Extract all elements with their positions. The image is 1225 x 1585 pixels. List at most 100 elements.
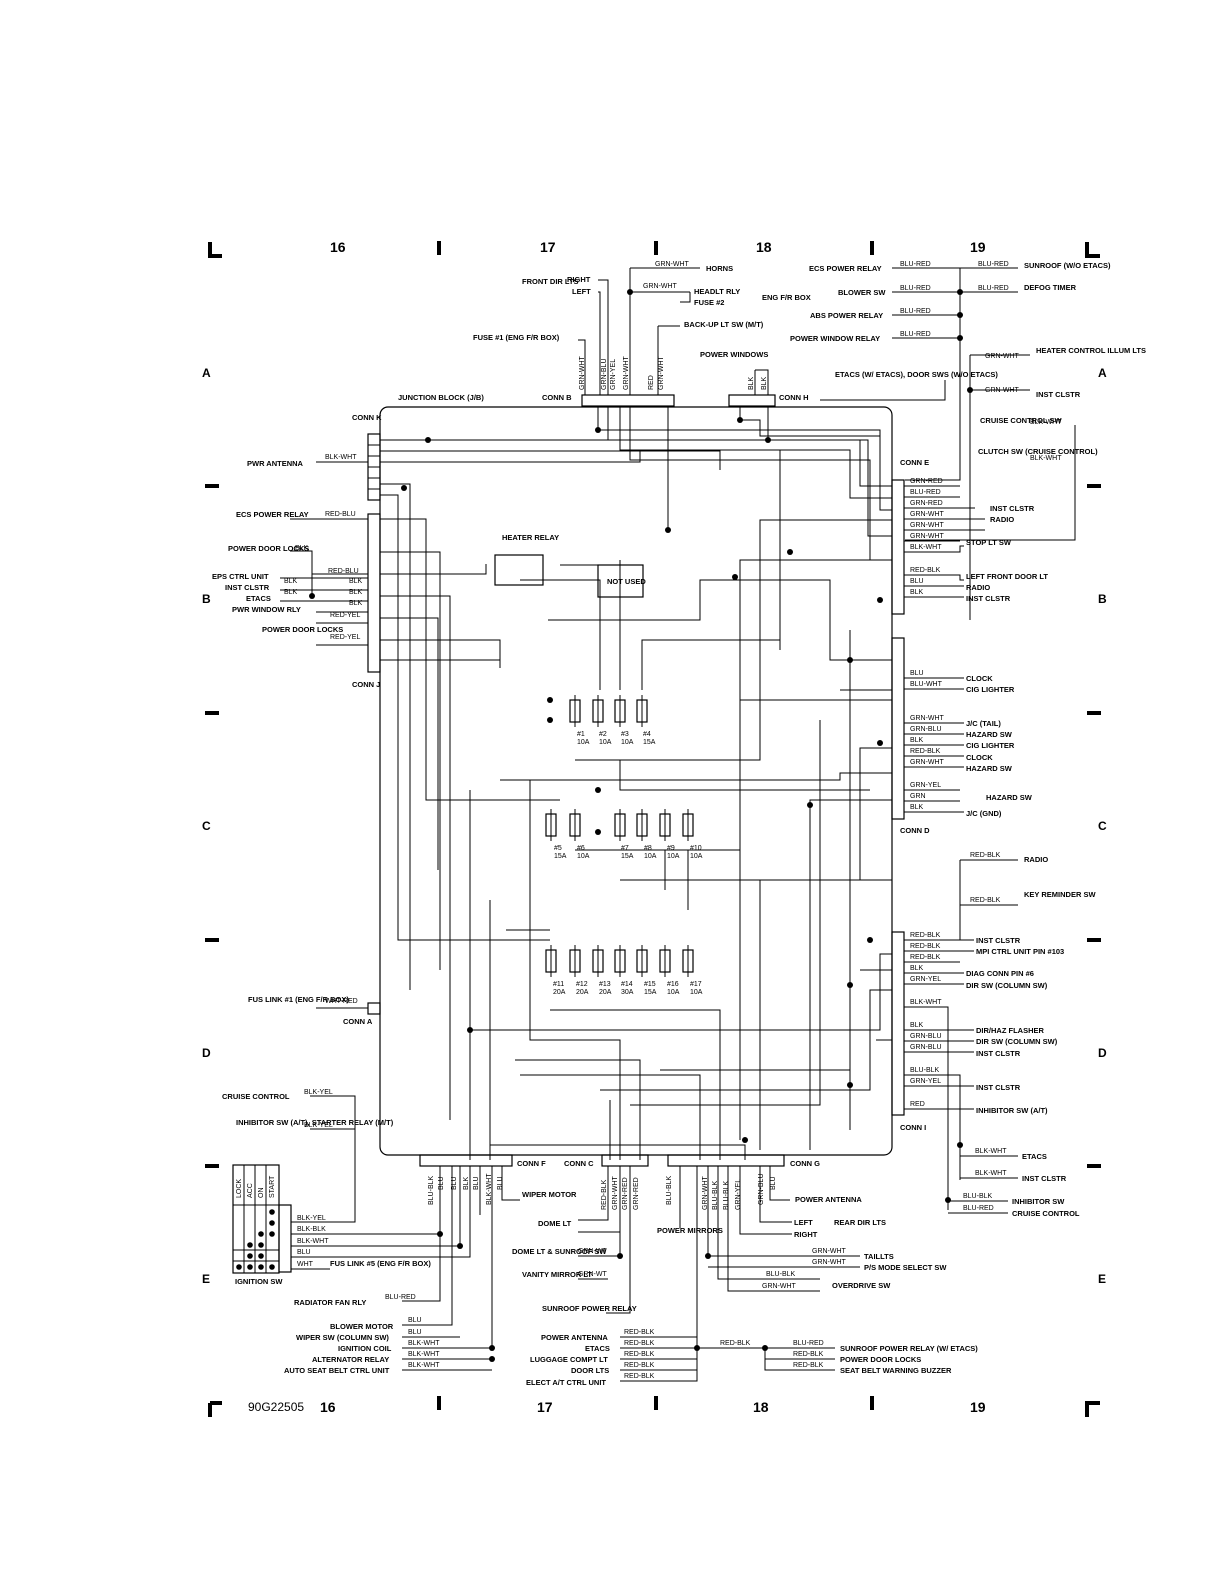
fuse-10-amp: 10A xyxy=(690,853,703,860)
red-blu-2-wire: RED-BLU xyxy=(328,568,359,575)
red-blk-seat-wire: RED-BLK xyxy=(793,1362,824,1369)
top-labels: FRONT DIR LTS RIGHT LEFT HORNS GRN-WHT G… xyxy=(473,261,1146,462)
fuse-labels: #1 10A #2 10A #3 10A #4 15A #5 15A #6 10… xyxy=(553,731,703,996)
fuse-17-num: #17 xyxy=(690,981,702,988)
g1-wire: BLU-BLK xyxy=(666,1175,673,1205)
g10-wire: BLU xyxy=(770,1176,777,1190)
br-etacs-label: ETACS xyxy=(1022,1152,1047,1161)
fuse-1 xyxy=(569,695,581,727)
conn-h-label: CONN H xyxy=(779,393,809,402)
col-16-top: 16 xyxy=(330,239,346,255)
fuse-11 xyxy=(545,945,557,977)
ignition-sw-label: IGNITION SW xyxy=(235,1277,283,1286)
i2-wire: RED-BLK xyxy=(910,943,941,950)
etacs-door-label: ETACS (W/ ETACS), DOOR SWS (W/O ETACS) xyxy=(835,370,998,379)
power-antenna-g-label: POWER ANTENNA xyxy=(795,1195,862,1204)
col-19-bottom: 19 xyxy=(970,1399,986,1415)
fuse-15 xyxy=(636,945,648,977)
right-i-wiring xyxy=(904,859,1018,1210)
i1-label: INST CLSTR xyxy=(976,936,1021,945)
fuse-14-amp: 30A xyxy=(621,989,634,996)
conn-c-pins xyxy=(601,1154,649,1167)
e5-label: RADIO xyxy=(990,515,1014,524)
e5-wire: GRN-WHT xyxy=(910,522,945,529)
power-window-relay-label: POWER WINDOW RELAY xyxy=(790,334,880,343)
fuse-16-amp: 10A xyxy=(667,989,680,996)
fuse-row-3 xyxy=(545,945,694,977)
fuse-15-num: #15 xyxy=(644,981,656,988)
fuse-row-1 xyxy=(569,695,648,727)
vanity-wire: GRN-WT xyxy=(578,1271,607,1278)
e4-wire: GRN-WHT xyxy=(910,511,945,518)
conn-h-wire-1: BLK xyxy=(748,376,755,390)
i4-label: DIAG CONN PIN #6 xyxy=(966,969,1034,978)
vanity-label: VANITY MIRROR LT xyxy=(522,1270,592,1279)
fuse-5 xyxy=(545,809,557,841)
sw-wire-1: BLK-YEL xyxy=(297,1215,326,1222)
e9-label: RADIO xyxy=(966,583,990,592)
rear-right-label: RIGHT xyxy=(794,1230,818,1239)
ecs-power-relay-label: ECS POWER RELAY xyxy=(809,264,882,273)
auto-seat-label: AUTO SEAT BELT CTRL UNIT xyxy=(284,1366,390,1375)
fus-link1-wire: WHT-RED xyxy=(325,998,358,1005)
inst-clstr-left-wire: BLK xyxy=(284,589,298,596)
i-radio-label: RADIO xyxy=(1024,855,1048,864)
blower-motor-label: BLOWER MOTOR xyxy=(330,1322,394,1331)
e4-label: INST CLSTR xyxy=(990,504,1035,513)
right-e-wiring xyxy=(904,485,985,598)
right-e-labels: GRN-RED BLU-RED GRN-RED GRN-WHT INST CLS… xyxy=(910,478,1048,603)
not-used-box xyxy=(597,564,644,598)
fuse1-label: FUSE #1 (ENG F/R BOX) xyxy=(473,333,560,342)
d10-label: CLOCK xyxy=(966,753,993,762)
auto-seat-wire: BLK-WHT xyxy=(408,1362,440,1369)
fuse-17 xyxy=(682,945,694,977)
row-a-left: A xyxy=(202,366,211,380)
d7-wire: GRN-WHT xyxy=(910,715,945,722)
radiator-fan-label: RADIATOR FAN RLY xyxy=(294,1298,366,1307)
blower-motor-wire: BLU xyxy=(408,1317,422,1324)
rear-dir-label: REAR DIR LTS xyxy=(834,1218,886,1227)
c3-wire: GRN-RED xyxy=(622,1177,629,1210)
fuse-8-amp: 10A xyxy=(644,853,657,860)
fuse-16 xyxy=(659,945,671,977)
sunroof-label: SUNROOF (W/O ETACS) xyxy=(1024,261,1111,270)
conn-b-wire-4: GRN-WHT xyxy=(623,355,630,390)
headlt-wire: GRN-WHT xyxy=(643,283,678,290)
bottom-left-dots xyxy=(437,1231,495,1362)
i7-wire: BLK-WHT xyxy=(910,999,942,1006)
conn-f-label: CONN F xyxy=(517,1159,546,1168)
sw-wire-5: WHT xyxy=(297,1261,314,1268)
eng-fr-box-label: ENG F/R BOX xyxy=(762,293,811,302)
blk-b-wire: BLK xyxy=(349,600,363,607)
pwr-window-rly-wire: RED-YEL xyxy=(330,612,360,619)
not-used-label: NOT USED xyxy=(607,577,646,586)
i9-wire: BLK xyxy=(910,1022,924,1029)
col-18-top: 18 xyxy=(756,239,772,255)
conn-d-pins xyxy=(891,637,905,820)
g6-wire: GRN-YEL xyxy=(735,1179,742,1210)
fuse-4 xyxy=(636,695,648,727)
g5-wire: BLU-BLK xyxy=(723,1180,730,1210)
col-16-bottom: 16 xyxy=(320,1399,336,1415)
d11-wire: GRN-WHT xyxy=(910,759,945,766)
e9-wire: BLU xyxy=(910,578,924,585)
f6-wire: BLK-WHT xyxy=(486,1173,493,1205)
horns-wire: GRN-WHT xyxy=(655,261,690,268)
etacs-left-label: ETACS xyxy=(246,594,271,603)
blk-a-wire: BLK xyxy=(349,578,363,585)
conn-b-wire-5: RED xyxy=(648,375,655,390)
ecs-left-wire: RED-BLU xyxy=(325,511,356,518)
fuse-9-num: #9 xyxy=(667,845,675,852)
br-inst-wire: BLK-WHT xyxy=(975,1170,1007,1177)
ps-mode-label: P/S MODE SELECT SW xyxy=(864,1263,947,1272)
d7-label: J/C (TAIL) xyxy=(966,719,1001,728)
fuse-7 xyxy=(614,809,626,841)
row-b-left: B xyxy=(202,592,211,606)
br-cruise-wire: BLU-RED xyxy=(963,1205,994,1212)
e10-label: INST CLSTR xyxy=(966,594,1011,603)
i13-wire: BLU-BLK xyxy=(910,1067,940,1074)
fuse-6-num: #6 xyxy=(577,845,585,852)
i3-wire: RED-BLK xyxy=(910,954,941,961)
i5-wire: GRN-YEL xyxy=(910,976,941,983)
